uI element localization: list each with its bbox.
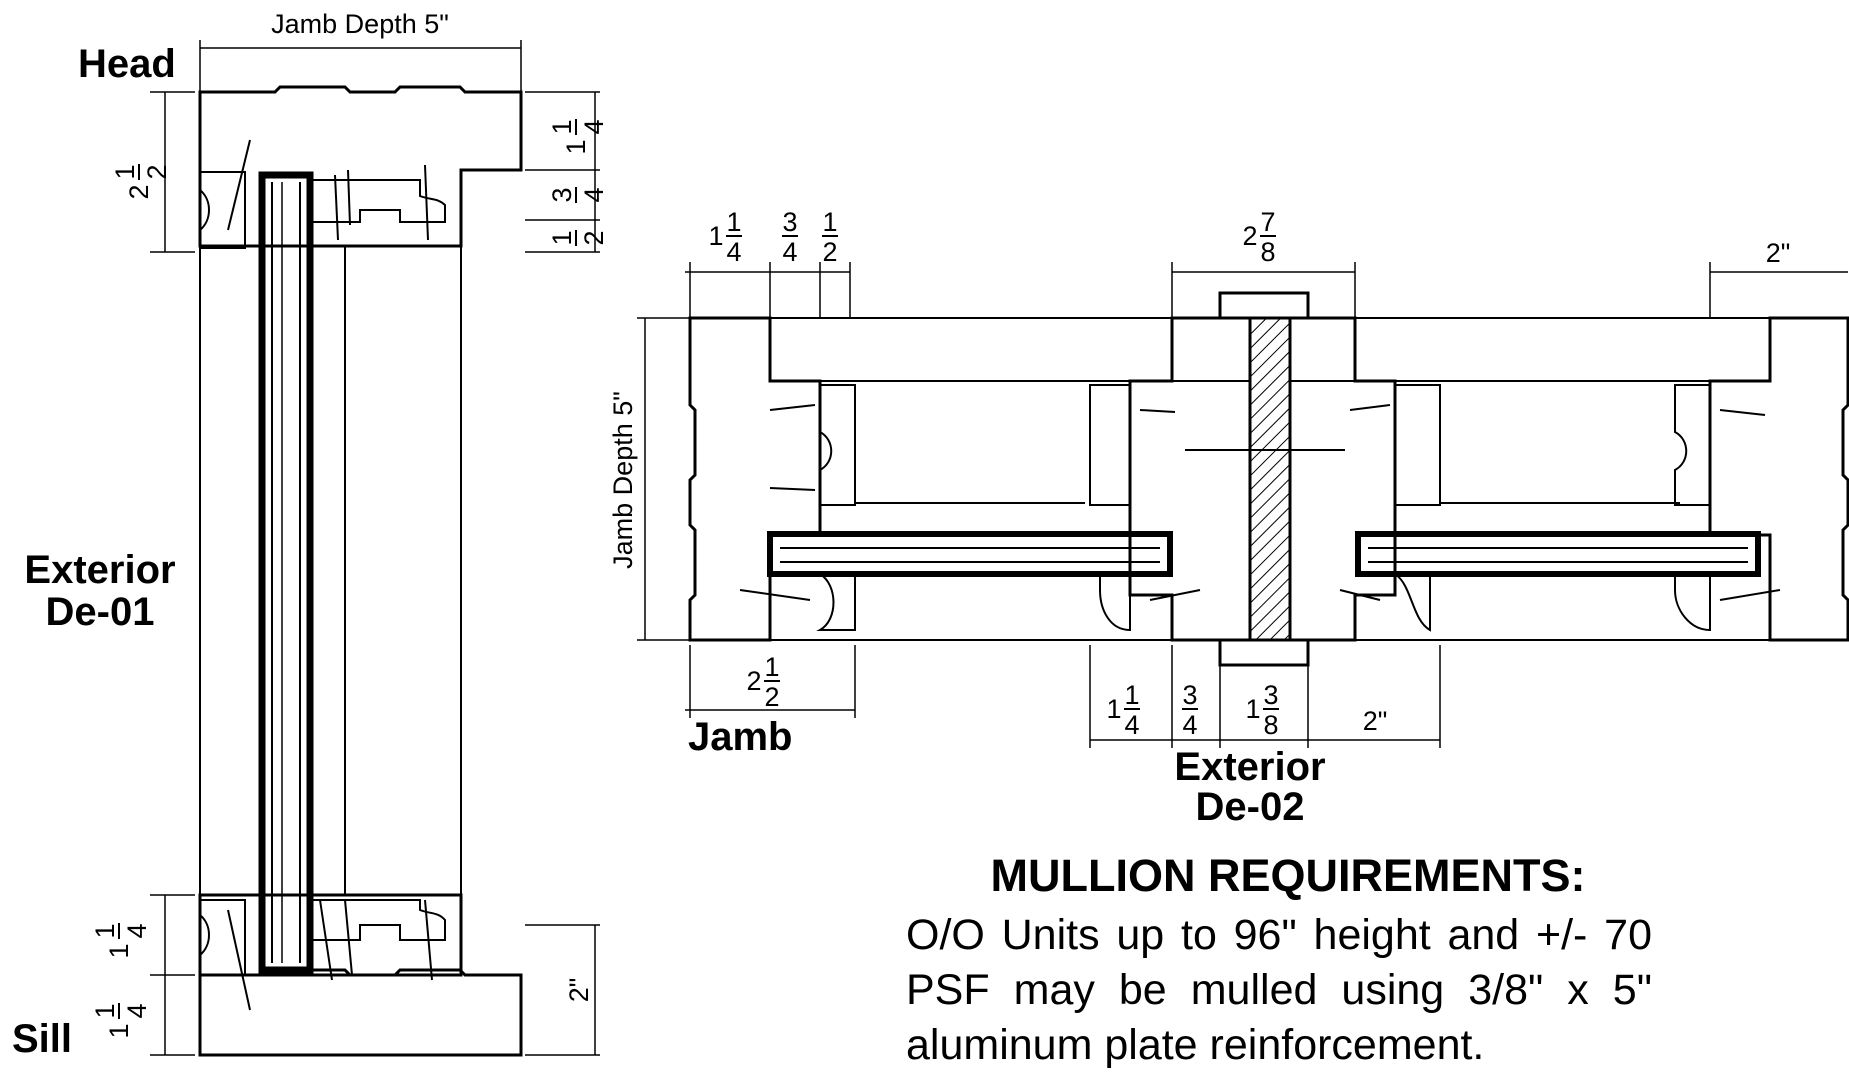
dim-bot-b: 3 4 bbox=[1182, 680, 1198, 740]
dim-sill-right: 2" bbox=[564, 978, 594, 1003]
dim-bot-c: 1 3 8 bbox=[1245, 680, 1279, 740]
label-head: Head bbox=[78, 42, 176, 86]
svg-text:1: 1 bbox=[547, 230, 577, 245]
svg-text:2: 2 bbox=[124, 184, 154, 199]
left-jamb bbox=[688, 316, 822, 642]
dim-bot-d: 2" bbox=[1363, 706, 1388, 736]
dim-top-mull: 2 7 8 bbox=[1242, 207, 1276, 267]
head-fasteners bbox=[227, 139, 429, 241]
svg-text:3: 3 bbox=[1182, 680, 1197, 710]
svg-text:1: 1 bbox=[764, 652, 779, 682]
svg-text:1: 1 bbox=[90, 923, 120, 938]
svg-text:4: 4 bbox=[1182, 710, 1197, 740]
head-stop bbox=[199, 171, 246, 249]
label-jamb: Jamb bbox=[688, 715, 793, 759]
dim-top-a: 1 1 4 bbox=[708, 207, 742, 267]
mullion-right-jamb bbox=[1288, 316, 1397, 642]
label-exterior-de02: Exterior bbox=[1174, 745, 1325, 789]
svg-text:1: 1 bbox=[547, 119, 577, 134]
bead-mull-b bbox=[1391, 573, 1431, 632]
svg-text:4: 4 bbox=[122, 923, 152, 938]
svg-text:1: 1 bbox=[1124, 680, 1139, 710]
svg-text:1: 1 bbox=[822, 207, 837, 237]
dim-bot-a: 1 1 4 bbox=[1106, 680, 1140, 740]
stop-left-a bbox=[819, 384, 856, 506]
sill-glazing-bead bbox=[309, 899, 446, 941]
svg-text:4: 4 bbox=[579, 187, 609, 202]
detail-de01 bbox=[198, 85, 523, 1057]
dim-head-total: 2 1 2 bbox=[110, 164, 172, 200]
stop-right-a bbox=[1674, 384, 1711, 506]
dim-top-b: 3 4 bbox=[782, 207, 798, 267]
bead-mull-a bbox=[1099, 573, 1131, 632]
label-code-de01: De-01 bbox=[46, 590, 155, 634]
label-exterior-de01: Exterior bbox=[24, 548, 175, 592]
notes-body: O/O Units up to 96" height and +/- 70 PS… bbox=[906, 911, 1652, 1069]
dim-sill-lower: 1 1 4 bbox=[90, 1003, 152, 1039]
svg-text:7: 7 bbox=[1260, 207, 1275, 237]
de01-dimensions bbox=[150, 40, 600, 1056]
dim-jamb-width: 2 1 2 bbox=[746, 652, 780, 712]
dim-head-mid: 3 4 bbox=[547, 187, 609, 203]
sill-stop bbox=[199, 899, 246, 976]
stop-mull-b bbox=[1394, 384, 1441, 506]
dim-top-right: 2" bbox=[1766, 238, 1791, 268]
head-frame bbox=[198, 85, 523, 248]
plate-cap-bottom bbox=[1218, 638, 1310, 667]
svg-text:1: 1 bbox=[110, 164, 140, 179]
glass-unit-left bbox=[767, 531, 1173, 577]
dim-jamb-depth-de02: Jamb Depth 5" bbox=[608, 391, 638, 569]
detail-de02 bbox=[688, 291, 1849, 667]
label-sill: Sill bbox=[12, 1017, 72, 1061]
glass-unit bbox=[258, 171, 314, 974]
svg-text:2: 2 bbox=[1242, 221, 1257, 251]
svg-text:1: 1 bbox=[1245, 694, 1260, 724]
svg-text:1: 1 bbox=[104, 1023, 134, 1038]
svg-text:1: 1 bbox=[561, 139, 591, 154]
dim-top-c: 1 2 bbox=[822, 207, 838, 267]
right-jamb bbox=[1708, 316, 1849, 642]
svg-text:4: 4 bbox=[579, 119, 609, 134]
svg-text:4: 4 bbox=[782, 237, 797, 267]
svg-text:1: 1 bbox=[104, 943, 134, 958]
label-code-de02: De-02 bbox=[1196, 785, 1305, 829]
svg-text:2: 2 bbox=[579, 230, 609, 245]
de02-fasteners bbox=[739, 404, 1781, 601]
bead-right-b bbox=[1674, 573, 1711, 632]
svg-text:2: 2 bbox=[764, 682, 779, 712]
de02-dimensions bbox=[637, 262, 1848, 748]
aluminum-plate bbox=[1248, 316, 1292, 642]
svg-text:1: 1 bbox=[90, 1003, 120, 1018]
svg-text:2: 2 bbox=[822, 237, 837, 267]
svg-text:3: 3 bbox=[782, 207, 797, 237]
svg-text:4: 4 bbox=[1124, 710, 1139, 740]
svg-text:3: 3 bbox=[547, 187, 577, 202]
svg-text:4: 4 bbox=[122, 1003, 152, 1018]
svg-text:8: 8 bbox=[1260, 237, 1275, 267]
notes-title: MULLION REQUIREMENTS: bbox=[990, 850, 1586, 901]
dim-jamb-depth-de01: Jamb Depth 5" bbox=[271, 9, 449, 39]
plate-cap-top bbox=[1218, 291, 1310, 320]
sill-fasteners bbox=[227, 899, 433, 1011]
svg-text:2: 2 bbox=[746, 666, 761, 696]
svg-text:3: 3 bbox=[1263, 680, 1278, 710]
glass-unit-right bbox=[1355, 531, 1761, 577]
head-glazing-bead bbox=[309, 179, 446, 223]
svg-text:1: 1 bbox=[1106, 694, 1121, 724]
svg-text:4: 4 bbox=[726, 237, 741, 267]
dim-head-top: 1 1 4 bbox=[547, 119, 609, 155]
svg-text:2: 2 bbox=[142, 164, 172, 179]
sill-upper-frame bbox=[198, 893, 463, 977]
svg-text:1: 1 bbox=[726, 207, 741, 237]
svg-text:1: 1 bbox=[708, 221, 723, 251]
svg-text:8: 8 bbox=[1263, 710, 1278, 740]
sill-frame bbox=[198, 968, 523, 1057]
bead-left-b bbox=[816, 573, 856, 631]
dim-head-bot: 1 2 bbox=[547, 230, 609, 246]
dim-sill-upper: 1 1 4 bbox=[90, 923, 152, 959]
stop-mull-a bbox=[1089, 384, 1131, 506]
